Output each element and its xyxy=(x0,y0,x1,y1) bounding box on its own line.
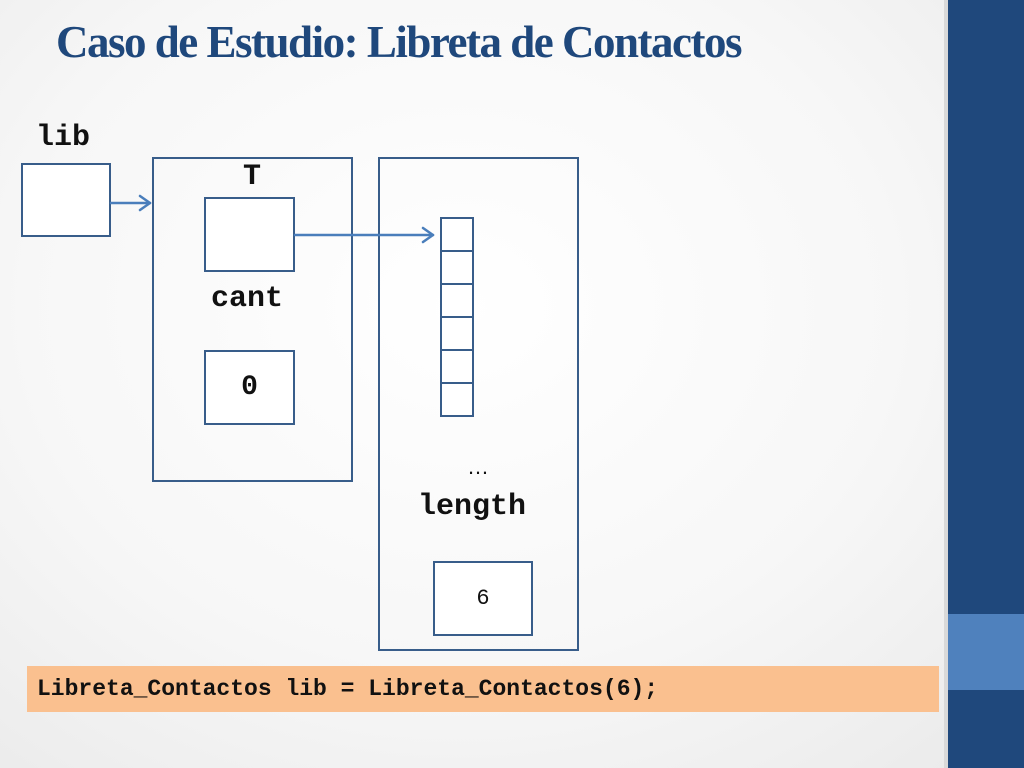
array-frame xyxy=(378,157,579,651)
slide-title: Caso de Estudio: Libreta de Contactos xyxy=(56,17,742,67)
code-statement: Libreta_Contactos lib = Libreta_Contacto… xyxy=(27,666,939,712)
length-value-box: 6 xyxy=(433,561,533,636)
label-cant: cant xyxy=(211,282,284,316)
ellipsis-label: … xyxy=(467,454,489,479)
side-band-accent xyxy=(948,614,1024,690)
arrow-lib-to-object-head xyxy=(138,194,152,212)
label-lib: lib xyxy=(36,121,91,155)
cant-value-box: 0 xyxy=(204,350,295,425)
label-T: T xyxy=(243,160,262,194)
label-length: length xyxy=(418,490,527,524)
array-cell xyxy=(440,382,474,417)
array-cell xyxy=(440,217,474,252)
array-cell xyxy=(440,250,474,285)
object-frame xyxy=(152,157,353,482)
arrow-t-to-array-head xyxy=(421,226,435,244)
side-divider xyxy=(944,0,948,768)
lib-reference-box xyxy=(21,163,111,237)
